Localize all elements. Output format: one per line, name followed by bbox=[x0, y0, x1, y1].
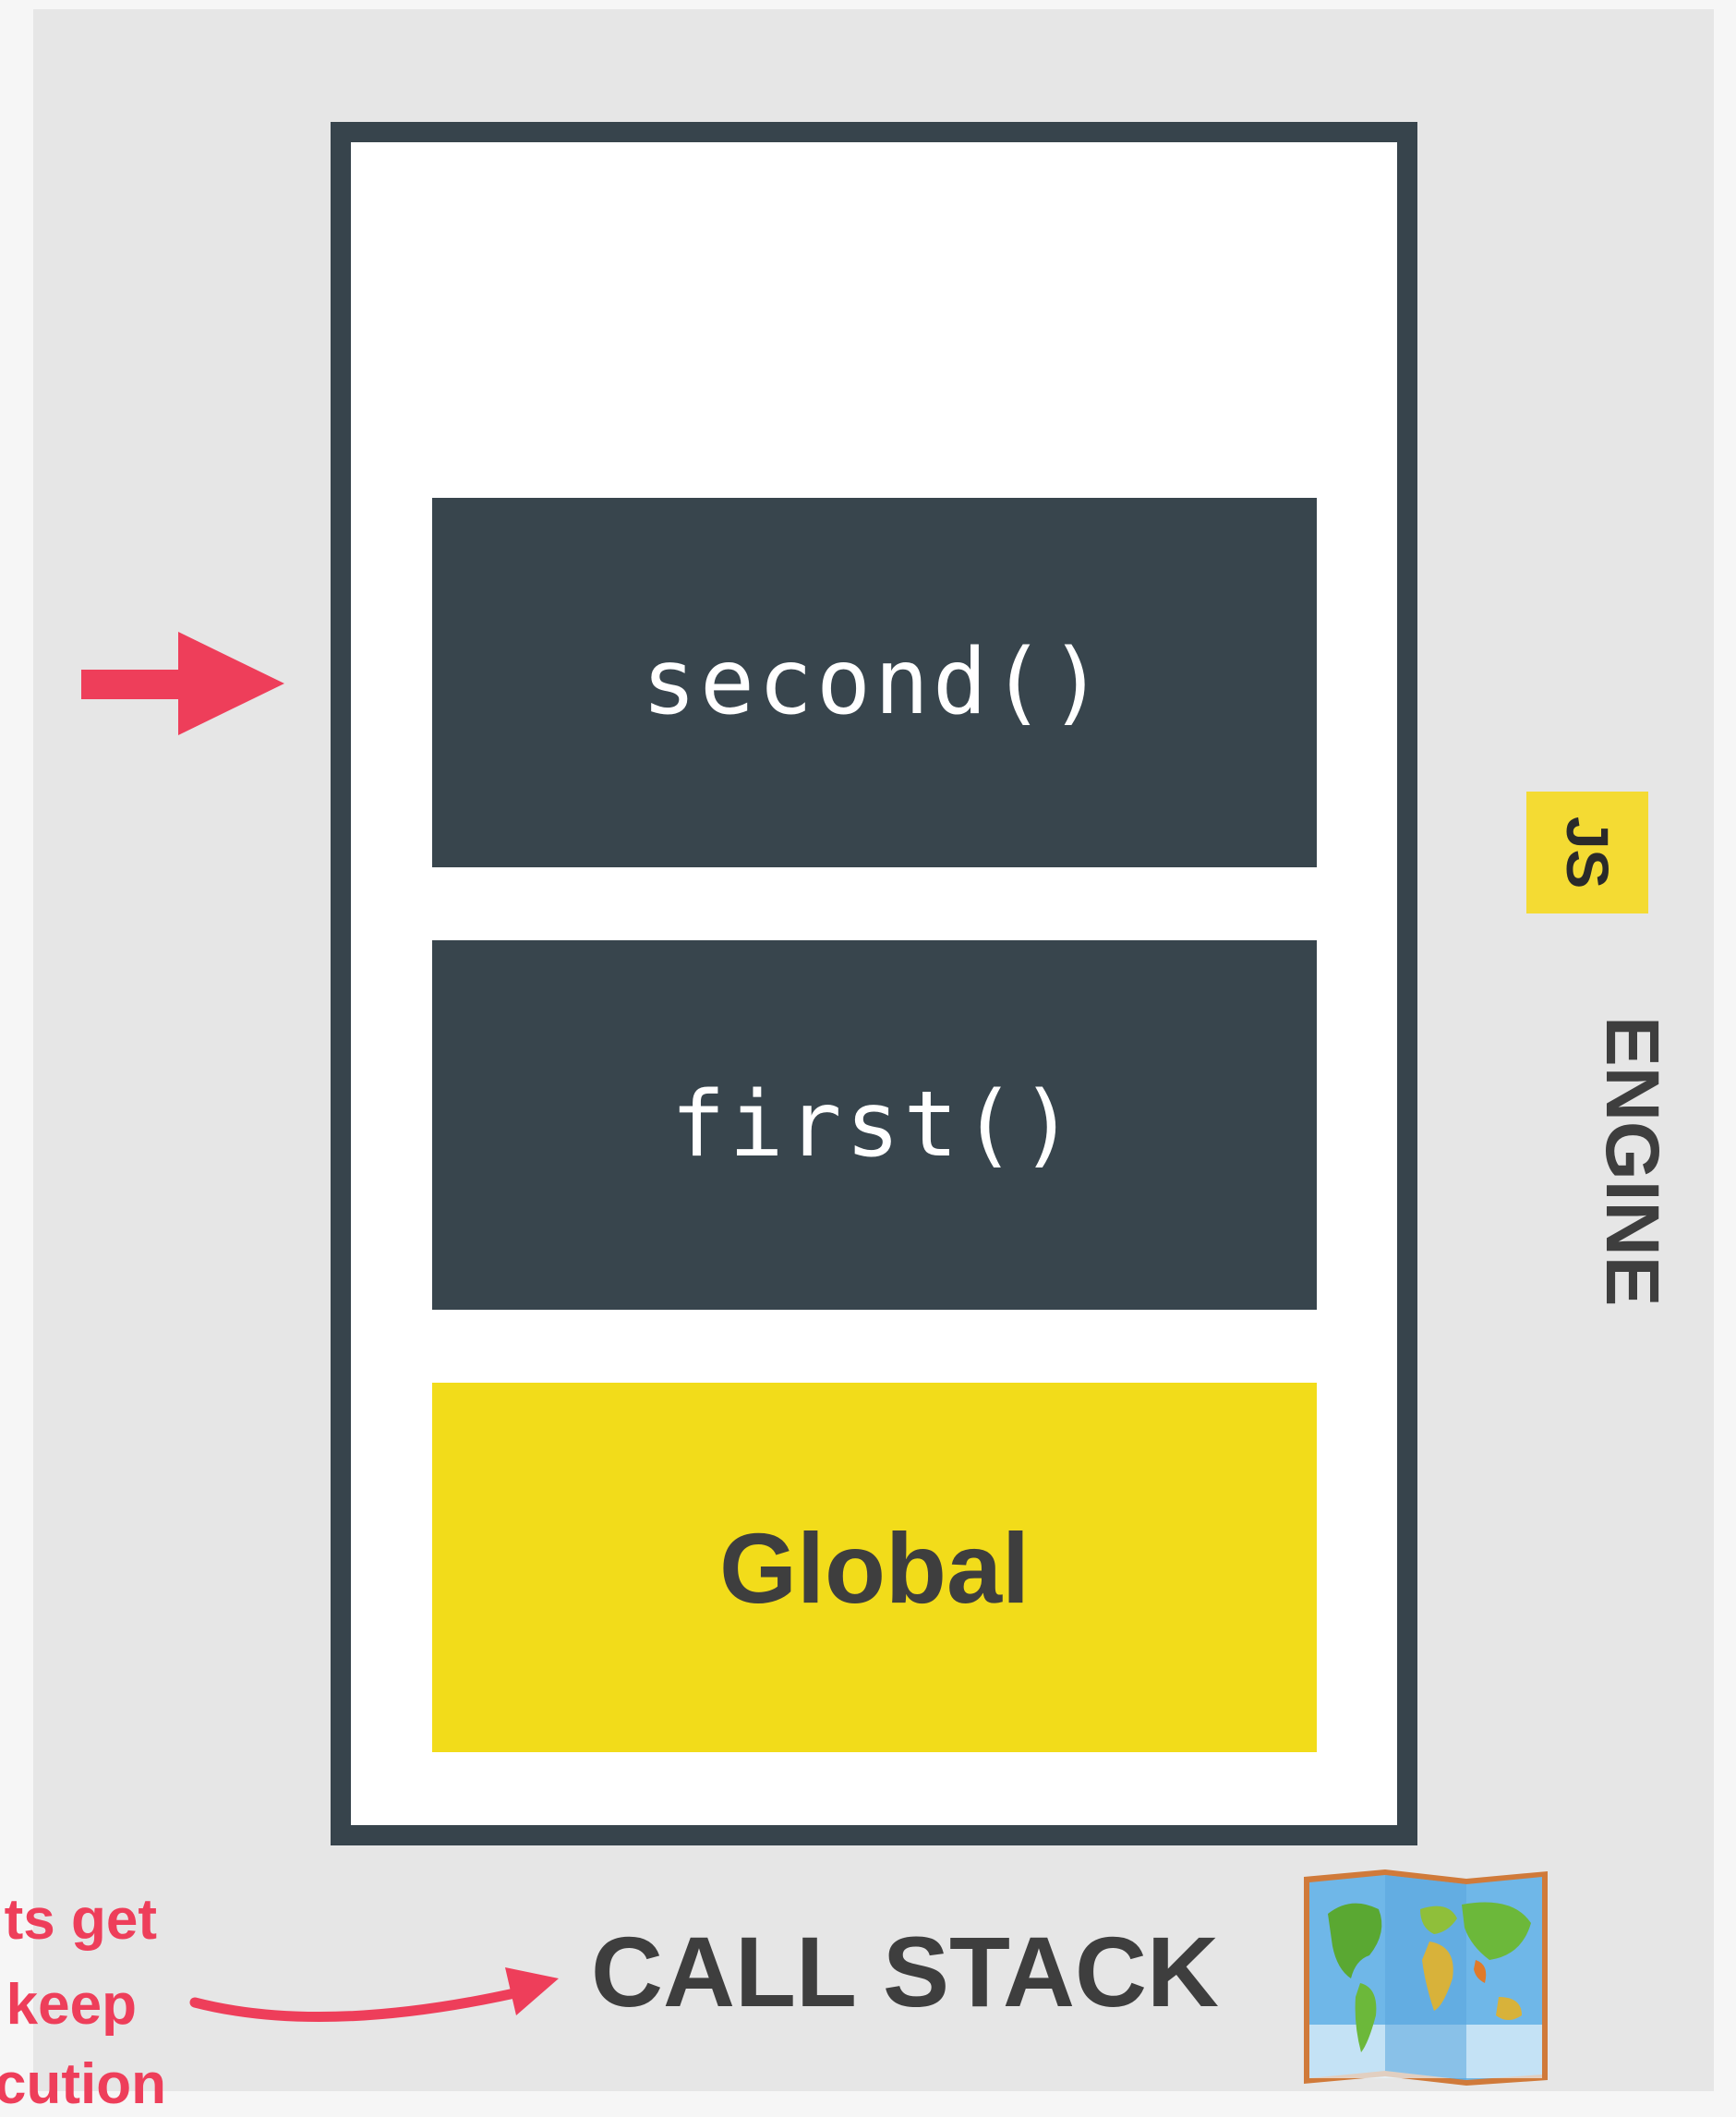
execution-context-global-label: Global bbox=[718, 1511, 1031, 1624]
js-logo-badge: JS bbox=[1526, 792, 1648, 913]
execution-context-first-label: first() bbox=[670, 1072, 1079, 1178]
call-stack-title: CALL STACK bbox=[591, 1916, 1219, 2027]
current-context-arrow-icon bbox=[81, 632, 284, 735]
execution-context-second-label: second() bbox=[641, 630, 1107, 735]
side-note-line-1: ts get bbox=[4, 1888, 157, 1952]
world-map-icon bbox=[1304, 1869, 1548, 2086]
execution-context-first: first() bbox=[432, 940, 1317, 1310]
execution-context-second: second() bbox=[432, 498, 1317, 867]
pointer-curved-arrow-icon bbox=[189, 1967, 559, 2023]
execution-context-global: Global bbox=[432, 1383, 1317, 1752]
side-note-line-2: keep bbox=[6, 1973, 137, 2037]
side-note-line-3: cution bbox=[0, 2052, 166, 2116]
engine-label: ENGINE bbox=[1590, 1016, 1674, 1307]
js-logo-text: JS bbox=[1554, 816, 1621, 889]
